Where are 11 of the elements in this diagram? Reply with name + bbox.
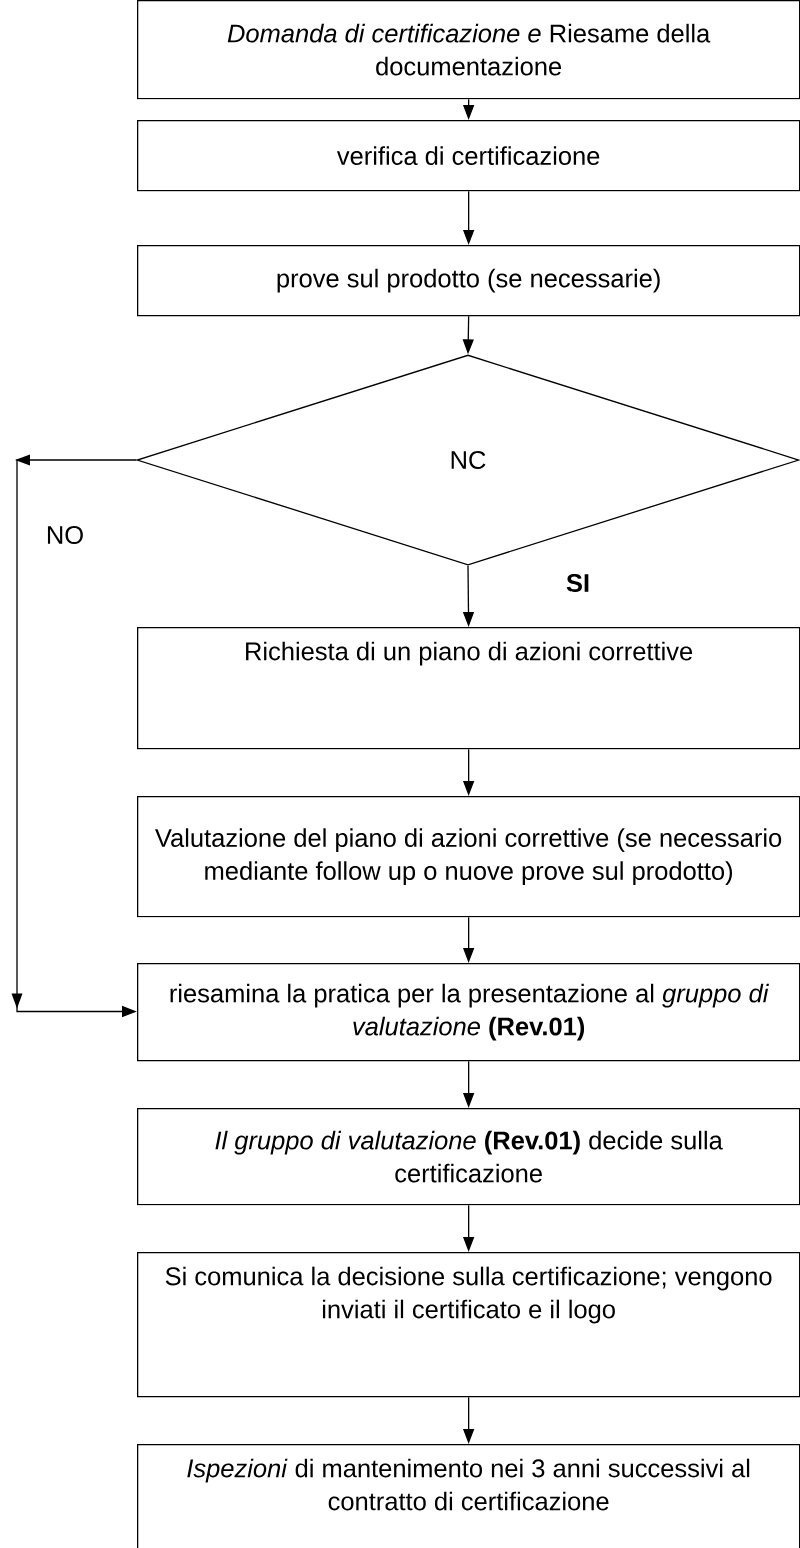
edge-label: NO (43, 524, 87, 547)
process-box: prove sul prodotto (se necessarie) (137, 245, 800, 317)
process-box: Richiesta di un piano di azioni correttive (137, 627, 800, 750)
edge-label: SI (563, 572, 593, 595)
process-box: Domanda di certificazione e Riesame della documentazione (137, 0, 800, 100)
process-box: riesamina la pratica per la presentazione al gruppo di valutazione (Rev.01) (137, 963, 800, 1062)
process-box: Il gruppo di valutazione (Rev.01) decide sulla certificazione (137, 1108, 800, 1206)
process-box: verifica di certificazione (137, 120, 800, 192)
process-box: Valutazione del piano di azioni correttive (se necessario mediante follow up o nuove prove sul prodotto) (137, 796, 800, 918)
process-box: Ispezioni di mantenimento nei 3 anni successivi al contratto di certificazione (137, 1444, 800, 1548)
process-box: Si comunica la decisione sulla certificazione; vengono inviati il certificato e il logo (137, 1252, 800, 1398)
